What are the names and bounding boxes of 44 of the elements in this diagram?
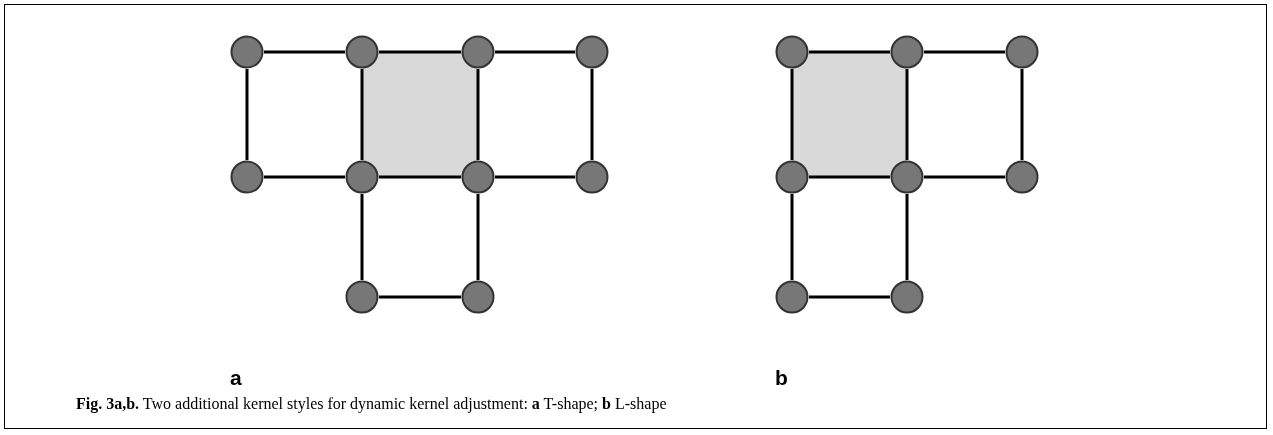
circle-node xyxy=(461,35,495,69)
circle-node xyxy=(775,280,809,314)
circle-node xyxy=(230,160,264,194)
panel-letter: b xyxy=(775,366,788,390)
connector-line xyxy=(495,50,575,54)
circle-node xyxy=(1005,35,1039,69)
connector-line xyxy=(495,175,575,179)
connector-line xyxy=(360,194,364,280)
connector-line xyxy=(790,69,794,160)
connector-line xyxy=(809,175,890,179)
circle-node xyxy=(345,280,379,314)
connector-line xyxy=(924,175,1005,179)
circle-node xyxy=(461,280,495,314)
circle-node xyxy=(575,160,609,194)
connector-line xyxy=(476,69,480,160)
circle-node xyxy=(345,35,379,69)
circle-node xyxy=(775,160,809,194)
connector-line xyxy=(809,295,890,299)
panel-letter: a xyxy=(230,366,242,390)
connector-line xyxy=(1020,69,1024,160)
connector-line xyxy=(264,50,345,54)
circle-node xyxy=(461,160,495,194)
connector-line xyxy=(809,50,890,54)
connector-line xyxy=(790,194,794,280)
connector-line xyxy=(924,50,1005,54)
circle-node xyxy=(890,35,924,69)
figure-caption: Fig. 3a,b. Two additional kernel styles for dynamic kernel adjustment: a T-shape; b L-shape xyxy=(76,395,667,413)
connector-line xyxy=(379,175,461,179)
connector-line xyxy=(245,69,249,160)
circle-node xyxy=(890,160,924,194)
connector-line xyxy=(379,50,461,54)
connector-line xyxy=(264,175,345,179)
connector-line xyxy=(905,194,909,280)
circle-node xyxy=(230,35,264,69)
circle-node xyxy=(890,280,924,314)
circle-node xyxy=(345,160,379,194)
connector-line xyxy=(905,69,909,160)
circle-node xyxy=(1005,160,1039,194)
circle-node xyxy=(775,35,809,69)
connector-line xyxy=(590,69,594,160)
connector-line xyxy=(360,69,364,160)
circle-node xyxy=(575,35,609,69)
connector-line xyxy=(379,295,461,299)
connector-line xyxy=(476,194,480,280)
